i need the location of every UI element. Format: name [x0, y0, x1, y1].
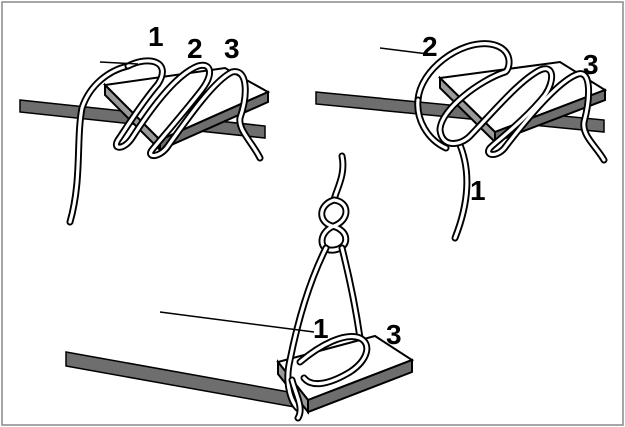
label-3: 3 [583, 49, 599, 80]
panel-step-one: 1 2 3 [19, 21, 271, 226]
label-2: 2 [422, 31, 438, 62]
leader-line [379, 47, 429, 55]
label-3: 3 [224, 33, 240, 64]
rope [66, 57, 264, 226]
label-2: 2 [187, 33, 203, 64]
leader-line [159, 311, 315, 333]
rope [284, 152, 371, 422]
panel-step-three: 1 3 [65, 152, 415, 422]
label-1: 1 [313, 313, 329, 344]
rope [414, 40, 608, 242]
label-3: 3 [386, 319, 402, 350]
leader-line [99, 61, 139, 65]
label-1: 1 [470, 175, 486, 206]
label-1: 1 [148, 21, 164, 52]
panel-step-two: 2 3 1 [315, 31, 608, 242]
